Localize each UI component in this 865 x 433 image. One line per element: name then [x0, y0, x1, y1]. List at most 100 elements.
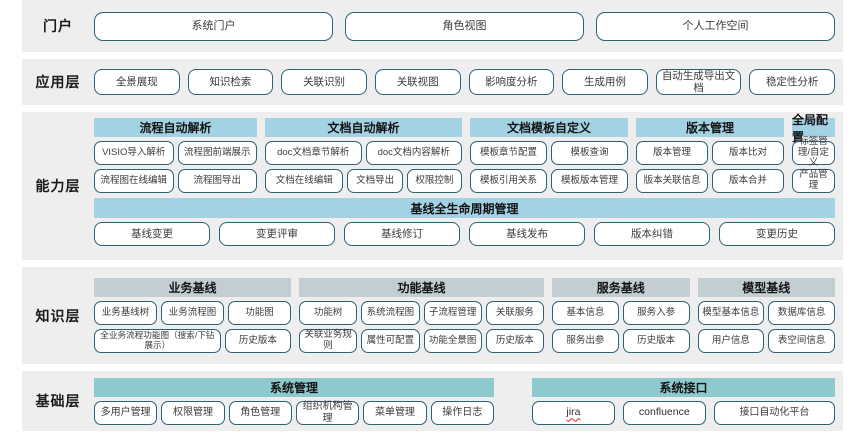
- cap-item-flowchart-export[interactable]: 流程图导出: [177, 169, 257, 193]
- capability-group-row: 流程自动解析 VISIO导入解析 流程图前端展示 流程图在线编辑 流程图导出 文…: [94, 113, 835, 193]
- portal-item-system-portal[interactable]: 系统门户: [94, 11, 333, 41]
- app-item-knowledge-search[interactable]: 知识检索: [187, 69, 274, 95]
- know-item-tablespace-info[interactable]: 表空间信息: [768, 329, 835, 353]
- know-item-business-baseline-tree[interactable]: 业务基线树: [94, 301, 157, 325]
- baseline-item-revision[interactable]: 基线修订: [344, 222, 460, 246]
- group-row: 标签管理/自定义: [792, 136, 835, 168]
- app-item-impact-analysis[interactable]: 影响度分析: [468, 69, 555, 95]
- group-title-version-mgmt: 版本管理: [636, 118, 784, 137]
- group-title-system-management: 系统管理: [94, 377, 494, 397]
- found-item-jira[interactable]: jira: [532, 400, 615, 425]
- knowledge-group-business-baseline: 业务基线 业务基线树 业务流程图 功能图 全业务流程功能图（搜索/下钻展示） 历…: [94, 278, 291, 353]
- application-item-row: 全景展现 知识检索 关联识别 关联视图 影响度分析 生成用例 自动生成导出文档 …: [94, 69, 835, 95]
- group-title-doc-parse: 文档自动解析: [265, 118, 462, 137]
- know-item-function-panorama[interactable]: 功能全景图: [423, 329, 482, 353]
- group-row: 多用户管理 权限管理 角色管理 组织机构管理 菜单管理 操作日志: [94, 400, 494, 425]
- cap-item-product-management[interactable]: 产品管理: [792, 169, 835, 193]
- app-item-stability-analysis[interactable]: 稳定性分析: [749, 69, 835, 95]
- cap-item-version-merge[interactable]: 版本合并: [712, 169, 784, 193]
- cap-item-tag-management[interactable]: 标签管理/自定义: [792, 136, 835, 168]
- cap-item-template-chapter-config[interactable]: 模板章节配置: [470, 141, 547, 165]
- know-item-service-input-param[interactable]: 服务入参: [622, 301, 690, 325]
- cap-item-template-version-mgmt[interactable]: 模板版本管理: [551, 169, 628, 193]
- app-item-panorama[interactable]: 全景展现: [94, 69, 180, 95]
- group-row: jira confluence 接口自动化平台: [532, 400, 835, 425]
- group-row: VISIO导入解析 流程图前端展示: [94, 141, 257, 165]
- app-item-auto-export-doc[interactable]: 自动生成导出文档: [655, 69, 742, 95]
- layer-label-application: 应用层: [22, 59, 94, 105]
- baseline-item-release[interactable]: 基线发布: [469, 222, 585, 246]
- cap-item-visio-import-parse[interactable]: VISIO导入解析: [94, 141, 174, 165]
- know-item-function-map[interactable]: 功能图: [228, 301, 291, 325]
- found-item-org-structure-mgmt[interactable]: 组织机构管理: [295, 400, 360, 425]
- know-item-related-business-rule[interactable]: 关联业务规则: [299, 329, 358, 353]
- group-title-model-baseline: 模型基线: [697, 278, 835, 297]
- know-item-basic-info[interactable]: 基本信息: [552, 301, 619, 325]
- know-item-service-output-param[interactable]: 服务出参: [552, 329, 619, 353]
- group-row: 业务基线树 业务流程图 功能图: [94, 301, 291, 325]
- group-title-business-baseline: 业务基线: [94, 278, 291, 297]
- know-item-history-version-service[interactable]: 历史版本: [622, 329, 690, 353]
- cap-item-doc-export[interactable]: 文档导出: [347, 169, 403, 193]
- know-item-business-flowchart[interactable]: 业务流程图: [161, 301, 224, 325]
- found-item-role-mgmt[interactable]: 角色管理: [228, 400, 292, 425]
- app-item-relation-identify[interactable]: 关联识别: [281, 69, 367, 95]
- know-item-model-basic-info[interactable]: 模型基本信息: [697, 301, 765, 325]
- layer-knowledge: 知识层 业务基线 业务基线树 业务流程图 功能图 全业务流程功能图（搜索/下钻展…: [22, 267, 843, 364]
- found-item-multi-user-mgmt[interactable]: 多用户管理: [94, 400, 158, 425]
- baseline-item-version-correction[interactable]: 版本纠错: [594, 222, 710, 246]
- found-item-menu-mgmt[interactable]: 菜单管理: [363, 400, 427, 425]
- capability-baseline-strip: 基线全生命周期管理 基线变更 变更评审 基线修订 基线发布 版本纠错 变更历史: [94, 198, 835, 246]
- knowledge-group-model-baseline: 模型基线 模型基本信息 数据库信息 用户信息 表空间信息: [697, 278, 835, 353]
- group-row: doc文档章节解析 doc文档内容解析: [265, 141, 462, 165]
- cap-item-flowchart-online-edit[interactable]: 流程图在线编辑: [94, 169, 174, 193]
- app-item-relation-view[interactable]: 关联视图: [374, 69, 461, 95]
- cap-item-version-compare[interactable]: 版本比对: [712, 141, 784, 165]
- group-row: 流程图在线编辑 流程图导出: [94, 169, 257, 193]
- know-item-user-info[interactable]: 用户信息: [697, 329, 765, 353]
- layer-foundation: 基础层 系统管理 多用户管理 权限管理 角色管理 组织机构管理 菜单管理 操作日…: [22, 371, 843, 431]
- know-item-history-version-business[interactable]: 历史版本: [224, 329, 291, 353]
- found-item-interface-automation-platform[interactable]: 接口自动化平台: [713, 400, 835, 425]
- found-item-confluence[interactable]: confluence: [622, 400, 706, 425]
- found-item-operation-log[interactable]: 操作日志: [430, 400, 494, 425]
- baseline-item-change-history[interactable]: 变更历史: [719, 222, 835, 246]
- know-item-subprocess-mgmt[interactable]: 子流程管理: [423, 301, 482, 325]
- capability-group-version-mgmt: 版本管理 版本管理 版本比对 版本关联信息 版本合并: [636, 118, 784, 193]
- confluence-label: confluence: [638, 406, 690, 419]
- cap-item-flowchart-frontend-display[interactable]: 流程图前端展示: [177, 141, 257, 165]
- group-title-function-baseline: 功能基线: [299, 278, 544, 297]
- knowledge-group-service-baseline: 服务基线 基本信息 服务入参 服务出参 历史版本: [552, 278, 690, 353]
- know-item-history-version-function[interactable]: 历史版本: [485, 329, 544, 353]
- cap-item-permission-control[interactable]: 权限控制: [406, 169, 462, 193]
- cap-item-doc-online-edit[interactable]: 文档在线编辑: [265, 169, 344, 193]
- portal-item-role-view[interactable]: 角色视图: [345, 11, 584, 41]
- cap-item-template-reference[interactable]: 模板引用关系: [470, 169, 547, 193]
- know-item-database-info[interactable]: 数据库信息: [768, 301, 835, 325]
- baseline-item-change-review[interactable]: 变更评审: [219, 222, 335, 246]
- cap-item-doc-content-parse[interactable]: doc文档内容解析: [365, 141, 462, 165]
- cap-item-template-query[interactable]: 模板查询: [551, 141, 628, 165]
- know-item-system-flowchart[interactable]: 系统流程图: [361, 301, 420, 325]
- layer-body-portal: 系统门户 角色视图 个人工作空间: [94, 0, 843, 52]
- portal-item-personal-workspace[interactable]: 个人工作空间: [596, 11, 835, 41]
- know-item-function-tree[interactable]: 功能树: [299, 301, 358, 325]
- group-title-doc-template: 文档模板自定义: [470, 118, 628, 137]
- know-item-related-service[interactable]: 关联服务: [485, 301, 544, 325]
- group-row: 用户信息 表空间信息: [697, 329, 835, 353]
- baseline-item-change[interactable]: 基线变更: [94, 222, 210, 246]
- group-row: 版本管理 版本比对: [636, 141, 784, 165]
- cap-item-version-relation-info[interactable]: 版本关联信息: [636, 169, 708, 193]
- app-item-generate-case[interactable]: 生成用例: [562, 69, 648, 95]
- found-item-permission-mgmt[interactable]: 权限管理: [161, 400, 225, 425]
- know-item-full-business-flow-function-map[interactable]: 全业务流程功能图（搜索/下钻展示）: [94, 329, 221, 353]
- know-item-attribute-configurable[interactable]: 属性可配置: [361, 329, 420, 353]
- cap-item-version-management[interactable]: 版本管理: [636, 141, 708, 165]
- layer-portal: 门户 系统门户 角色视图 个人工作空间: [22, 0, 843, 52]
- jira-label: jira: [566, 406, 581, 419]
- group-row: 服务出参 历史版本: [552, 329, 690, 353]
- group-title-process-parse: 流程自动解析: [94, 118, 257, 137]
- layer-body-knowledge: 业务基线 业务基线树 业务流程图 功能图 全业务流程功能图（搜索/下钻展示） 历…: [94, 267, 843, 364]
- cap-item-doc-chapter-parse[interactable]: doc文档章节解析: [265, 141, 362, 165]
